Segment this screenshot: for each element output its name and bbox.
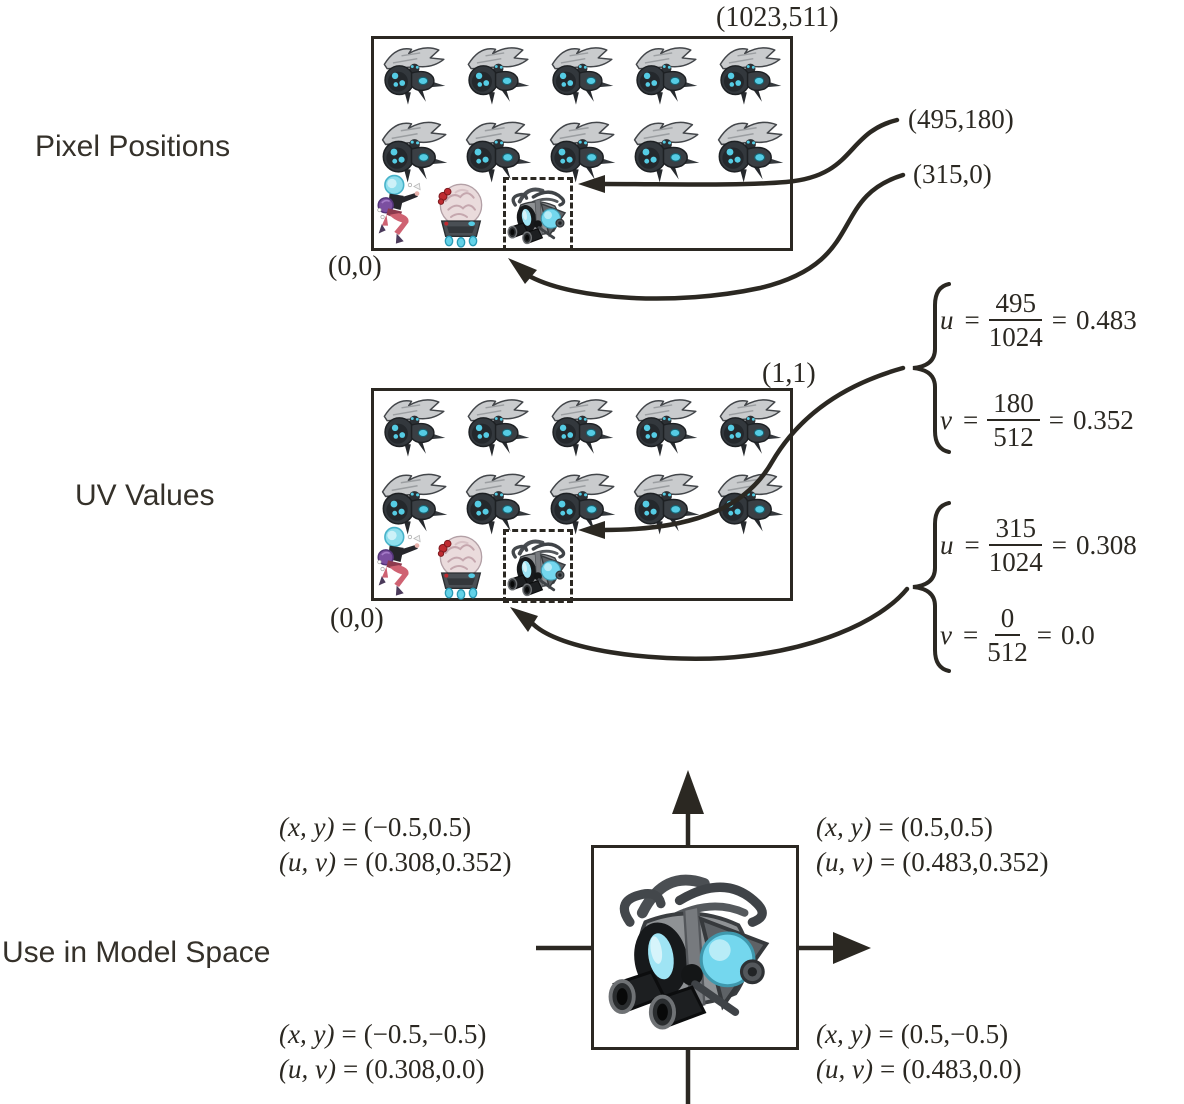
brainbot-sprite [431,178,491,248]
drone-sprite [542,114,620,184]
brainbot-sprite [431,530,491,600]
fraction-denominator: 1024 [988,322,1043,352]
equals-sign: = [879,1054,896,1084]
fraction-numerator: 315 [989,513,1042,546]
equals-sign: = [964,529,980,560]
equals-sign: = [1036,619,1052,650]
uv-equation-u-top: u = 495 1024 = 0.483 [940,284,1137,356]
fraction-numerator: 0 [994,603,1021,636]
drone-sprite [626,392,704,458]
equation-variable: u [940,304,954,335]
drone-sprite [542,392,620,458]
uv-variable: (u, v) [279,1054,336,1084]
drone-sprite [458,40,536,106]
uv-value: (0.308,0.352) [365,847,512,877]
equation-result: 0.483 [1075,304,1137,335]
pixel-selection-dashed-box [503,177,573,251]
drone-sprite [542,40,620,106]
pixel-callout-495-180: (495,180) [908,104,1014,134]
fraction-numerator: 180 [987,388,1040,421]
equals-sign: = [342,847,359,877]
equals-sign: = [964,304,980,335]
fraction-denominator: 512 [993,422,1034,452]
equals-sign: = [342,1054,359,1084]
xy-value: (0.5,0.5) [900,812,993,842]
fraction-denominator: 512 [987,637,1028,667]
equation-result: 0.352 [1072,404,1134,435]
fraction: 180 512 [987,388,1040,452]
model-corner-label-top-left: (x, y)=(−0.5,0.5) (u, v)=(0.308,0.352) [279,810,518,880]
arrowhead [508,258,537,284]
drone-sprite [458,392,536,458]
equals-sign: = [341,1019,357,1049]
equation-variable: v [940,404,952,435]
drone-sprite [626,114,704,184]
uv-variable: (u, v) [816,847,873,877]
xy-variable: (x, y) [816,812,872,842]
equation-result: 0.308 [1075,529,1137,560]
pixel-callout-315-0: (315,0) [913,159,992,189]
equation-result: 0.0 [1060,619,1095,650]
fraction-denominator: 1024 [988,547,1043,577]
uv-max-coordinate: (1,1) [762,358,816,389]
pixel-origin-coordinate: (0,0) [328,251,382,282]
fraction: 495 1024 [988,288,1043,352]
xy-variable: (x, y) [279,1019,335,1049]
uv-equation-v-top: v = 180 512 = 0.352 [940,384,1134,456]
equals-sign: = [878,812,894,842]
model-corner-label-top-right: (x, y)=(0.5,0.5) (u, v)=(0.483,0.352) [816,810,1055,880]
uv-selection-dashed-box [503,529,573,603]
dancer-sprite [374,174,424,246]
equals-sign: = [962,404,979,435]
drone-sprite [710,392,788,458]
fraction: 0 512 [987,603,1028,667]
model-corner-label-bottom-right: (x, y)=(0.5,−0.5) (u, v)=(0.483,0.0) [816,1017,1028,1087]
drone-sprite [710,40,788,106]
uv-value: (0.483,0.352) [902,847,1049,877]
uv-value: (0.308,0.0) [365,1054,485,1084]
x-axis-arrowhead [833,932,871,964]
drone-sprite [458,114,536,184]
equation-variable: u [940,529,954,560]
equals-sign: = [962,619,979,650]
drone-sprite [374,40,452,106]
drone-sprite [710,466,788,536]
drone-sprite [626,40,704,106]
uv-value: (0.483,0.0) [902,1054,1022,1084]
uv-equation-v-bottom: v = 0 512 = 0.0 [940,599,1095,671]
xy-variable: (x, y) [279,812,335,842]
equals-sign: = [1051,529,1067,560]
portalbot-sprite-large [602,858,788,1036]
uv-variable: (u, v) [816,1054,873,1084]
pixel-max-coordinate: (1023,511) [716,2,839,33]
drone-sprite [458,466,536,536]
model-corner-label-bottom-left: (x, y)=(−0.5,−0.5) (u, v)=(0.308,0.0) [279,1017,493,1087]
uv-section-label: UV Values [75,479,215,512]
xy-value: (0.5,−0.5) [900,1019,1009,1049]
equals-sign: = [878,1019,894,1049]
model-section-label: Use in Model Space [2,936,271,969]
equals-sign: = [879,847,896,877]
xy-variable: (x, y) [816,1019,872,1049]
uv-origin-coordinate: (0,0) [330,603,384,634]
equals-sign: = [1051,304,1067,335]
y-axis-arrowhead [672,770,704,814]
equals-sign: = [341,812,357,842]
equation-variable: v [940,619,952,650]
xy-value: (−0.5,0.5) [363,812,472,842]
pixel-section-label: Pixel Positions [35,130,231,163]
drone-sprite [542,466,620,536]
xy-value: (−0.5,−0.5) [363,1019,487,1049]
uv-variable: (u, v) [279,847,336,877]
fraction-numerator: 495 [989,288,1042,321]
drone-sprite [374,392,452,458]
equals-sign: = [1048,404,1064,435]
fraction: 315 1024 [988,513,1043,577]
drone-sprite [626,466,704,536]
dancer-sprite [374,526,424,598]
drone-sprite [710,114,788,184]
uv-equation-u-bottom: u = 315 1024 = 0.308 [940,509,1137,581]
arrowhead [510,607,538,632]
